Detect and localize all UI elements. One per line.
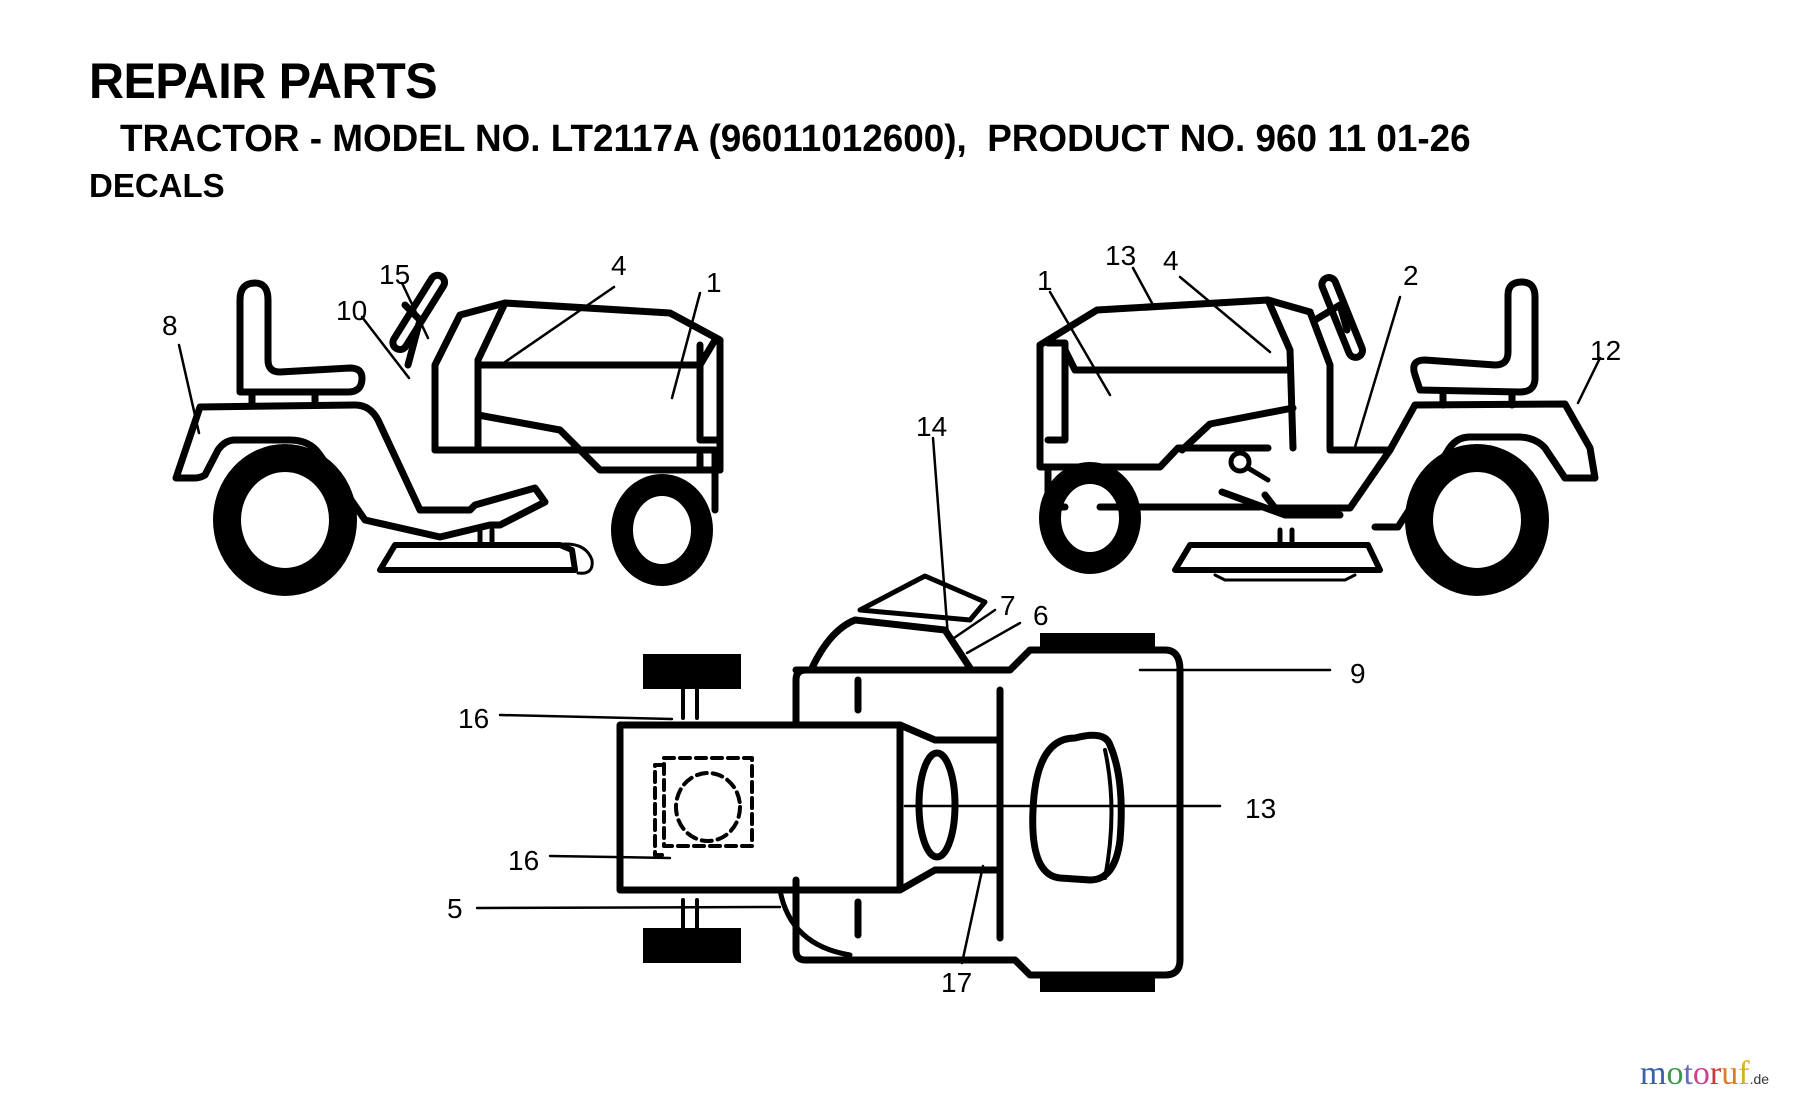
- wm-letter: f: [1738, 1055, 1750, 1092]
- callout-10: 10: [336, 295, 367, 326]
- callout-5: 5: [447, 893, 463, 924]
- callout-13: 13: [1245, 793, 1276, 824]
- tractor-top-view: [616, 573, 1184, 992]
- callout-4: 4: [1163, 245, 1179, 276]
- leader-lines: [177, 266, 1602, 965]
- callout-4: 4: [611, 250, 627, 281]
- callout-9: 9: [1350, 658, 1366, 689]
- tractor-right-view: [1036, 274, 1599, 596]
- callout-12: 12: [1590, 335, 1621, 366]
- model-subtitle: TRACTOR - MODEL NO. LT2117A (96011012600…: [120, 118, 1471, 160]
- callout-14: 14: [916, 411, 947, 442]
- callout-8: 8: [162, 310, 178, 341]
- wm-suffix: .de: [1749, 1071, 1770, 1087]
- callout-7: 7: [1000, 590, 1016, 621]
- watermark-logo: motoruf.de: [1640, 1055, 1769, 1093]
- wm-letter: o: [1692, 1055, 1710, 1092]
- callout-13: 13: [1105, 240, 1136, 271]
- page-title: REPAIR PARTS: [89, 53, 438, 109]
- callout-2: 2: [1403, 260, 1419, 291]
- callout-1: 1: [706, 267, 722, 298]
- callout-16: 16: [508, 845, 539, 876]
- callout-labels: 8 10 15 4 1 1 13 4 2 12 14 7 6 9 16 13 1…: [162, 240, 1621, 998]
- wm-letter: u: [1721, 1055, 1739, 1092]
- tractor-left-view: [172, 271, 724, 596]
- callout-17: 17: [941, 967, 972, 998]
- wm-letter: r: [1709, 1055, 1722, 1092]
- wm-letter: o: [1666, 1055, 1684, 1092]
- wm-letter: t: [1683, 1055, 1693, 1092]
- section-heading: DECALS: [89, 167, 225, 204]
- callout-6: 6: [1033, 600, 1049, 631]
- callout-16: 16: [458, 703, 489, 734]
- callout-1: 1: [1037, 265, 1053, 296]
- callout-15: 15: [379, 259, 410, 290]
- wm-letter: m: [1640, 1055, 1667, 1092]
